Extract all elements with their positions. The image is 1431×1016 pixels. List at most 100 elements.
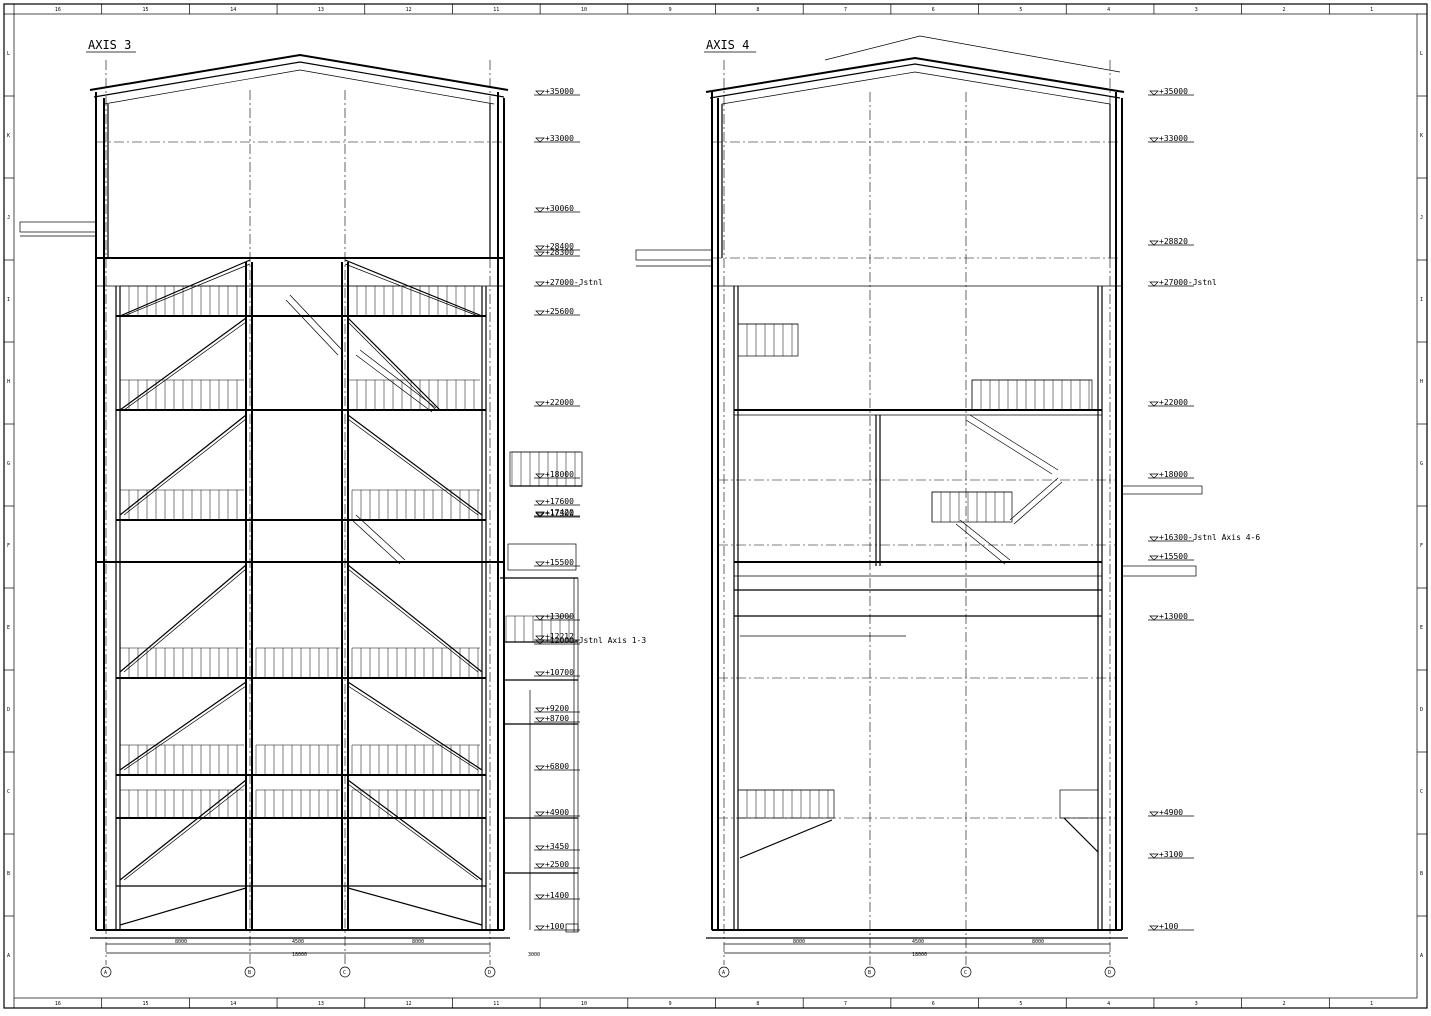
frame-top-number: 11 <box>493 7 499 13</box>
axis3-grid-bubble-label: D <box>488 970 491 976</box>
frame-bottom-number: 1 <box>1370 1001 1373 1007</box>
frame-left-letter: J <box>7 215 10 221</box>
frame-top-number: 13 <box>318 7 324 13</box>
frame-bottom-number: 4 <box>1107 1001 1110 1007</box>
frame-top-number: 7 <box>844 7 847 13</box>
frame-top-number: 16 <box>55 7 61 13</box>
axis3-grid-bubble-label: B <box>248 970 251 976</box>
axis3-dimension: 4500 <box>292 939 304 945</box>
undefined: +33000 <box>545 134 574 143</box>
undefined: +16300-Jstnl Axis 4-6 <box>1159 533 1260 542</box>
frame-right-letter: L <box>1420 51 1423 57</box>
frame-bottom-number: 13 <box>318 1001 324 1007</box>
frame-bottom-number: 9 <box>669 1001 672 1007</box>
frame-top-number: 1 <box>1370 7 1373 13</box>
frame-left-letter: H <box>7 379 10 385</box>
frame-left-letter: L <box>7 51 10 57</box>
undefined: +10700 <box>545 668 574 677</box>
axis3-dimension: 18000 <box>292 952 307 958</box>
undefined: +28820 <box>1159 237 1188 246</box>
frame-left-letter: C <box>7 789 10 795</box>
frame-bottom-number: 11 <box>493 1001 499 1007</box>
axis4-grid-bubble-label: A <box>722 970 725 976</box>
frame-right-letter: J <box>1420 215 1423 221</box>
frame-left-letter: B <box>7 871 10 877</box>
frame-right-letter: D <box>1420 707 1423 713</box>
axis4-elevation: AXIS 4 <box>635 35 1260 978</box>
frame-left-letter: F <box>7 543 10 549</box>
frame-left-letter: E <box>7 625 10 631</box>
frame-right-letter: K <box>1420 133 1423 139</box>
undefined: +17300 <box>545 509 574 518</box>
axis4-grid-bubble-label: B <box>868 970 871 976</box>
undefined: +6800 <box>545 762 569 771</box>
frame-bottom-number: 7 <box>844 1001 847 1007</box>
frame-right-letter: F <box>1420 543 1423 549</box>
frame-left-letter: D <box>7 707 10 713</box>
axis3-grid-bubble <box>484 966 496 978</box>
frame-top-number: 12 <box>406 7 412 13</box>
undefined: +28300 <box>545 248 574 257</box>
frame-left-letter: A <box>7 953 10 959</box>
undefined: +22000 <box>1159 398 1188 407</box>
undefined: +2500 <box>545 860 569 869</box>
axis4-grid-bubble <box>1104 966 1116 978</box>
frame-right-letter: A <box>1420 953 1423 959</box>
frame-left-letter: I <box>7 297 10 303</box>
frame-bottom-number: 15 <box>143 1001 149 1007</box>
undefined: +27000-Jstnl <box>545 278 603 287</box>
frame-top-number: 5 <box>1019 7 1022 13</box>
frame-top-number: 10 <box>581 7 587 13</box>
axis3-title: AXIS 3 <box>88 38 131 52</box>
undefined: +28400 <box>545 242 574 251</box>
undefined: +1400 <box>545 891 569 900</box>
undefined: +27000-Jstnl <box>1159 278 1217 287</box>
undefined: +4900 <box>545 808 569 817</box>
axis3-grid-bubble-label: C <box>343 970 346 976</box>
axis4-dimension: 18000 <box>912 952 927 958</box>
undefined: +30060 <box>545 204 574 213</box>
undefined: +15500 <box>545 558 574 567</box>
axis4-grid-bubble <box>718 966 730 978</box>
frame-bottom-number: 16 <box>55 1001 61 1007</box>
frame-left-letter: G <box>7 461 10 467</box>
frame-top-number: 2 <box>1282 7 1285 13</box>
axis4-grid-bubble <box>960 966 972 978</box>
axis4-title: AXIS 4 <box>706 38 749 52</box>
frame-bottom-number: 12 <box>406 1001 412 1007</box>
undefined: +100 <box>1159 922 1178 931</box>
undefined: +4900 <box>1159 808 1183 817</box>
undefined: +17420 <box>545 508 574 517</box>
axis4-dimension: 4500 <box>912 939 924 945</box>
frame-bottom-number: 2 <box>1282 1001 1285 1007</box>
frame-top-number: 8 <box>756 7 759 13</box>
undefined: +12212 <box>545 632 574 641</box>
undefined: +12000-Jstnl Axis 1-3 <box>545 636 646 645</box>
undefined: +18000 <box>1159 470 1188 479</box>
undefined: +22000 <box>545 398 574 407</box>
undefined: +13000 <box>1159 612 1188 621</box>
axis3-dimension: 8000 <box>175 939 187 945</box>
frame-top-number: 15 <box>143 7 149 13</box>
undefined: +25600 <box>545 307 574 316</box>
frame-right-letter: E <box>1420 625 1423 631</box>
frame-bottom-number: 8 <box>756 1001 759 1007</box>
axis4-grid-bubble-label: C <box>964 970 967 976</box>
axis4-grid-bubble-label: D <box>1108 970 1111 976</box>
undefined: +3100 <box>1159 850 1183 859</box>
undefined: +35000 <box>1159 87 1188 96</box>
axis3-dimension: 8000 <box>412 939 424 945</box>
undefined: +15500 <box>1159 552 1188 561</box>
undefined: +3450 <box>545 842 569 851</box>
undefined: +33000 <box>1159 134 1188 143</box>
frame-top-number: 4 <box>1107 7 1110 13</box>
frame-right-letter: C <box>1420 789 1423 795</box>
frame-top-number: 6 <box>932 7 935 13</box>
axis3-elevation: AXIS 3 <box>19 38 646 978</box>
undefined: +100 <box>545 922 564 931</box>
axis3-grid-bubble <box>244 966 256 978</box>
frame-top-number: 3 <box>1195 7 1198 13</box>
frame-right-letter: G <box>1420 461 1423 467</box>
axis4-dimension: 8000 <box>1032 939 1044 945</box>
